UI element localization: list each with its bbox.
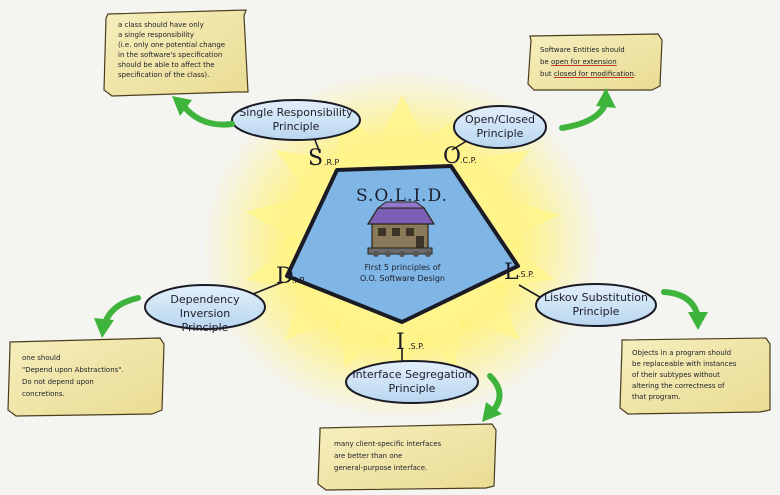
house-icon — [366, 201, 436, 257]
arrow-ocp-head — [596, 88, 616, 108]
dip-note-text: one should "Depend upon Abstractions". D… — [22, 352, 158, 400]
lsp-note-line: be replaceable with instances — [632, 360, 737, 368]
srp-note-line: in the software's specification — [118, 51, 223, 59]
srp-label-line2: Principle — [272, 120, 320, 133]
srp-bubble — [231, 99, 361, 141]
center-subtitle-2: O.O. Software Design — [359, 274, 445, 283]
isp-note-line: many client-specific interfaces — [334, 440, 442, 448]
ocp-note-text-part: . — [633, 70, 637, 78]
ocp-note-text-part: be — [540, 58, 551, 66]
closed-for-modification: closed for modification — [553, 70, 634, 78]
notes — [7, 9, 771, 491]
isp-bubble — [345, 360, 479, 404]
ocp-note — [527, 33, 663, 91]
dip-label-line1: Dependency Inversion — [170, 293, 240, 320]
ocp-note-text: Software Entities should be open for ext… — [540, 44, 660, 80]
lsp-label-line2: Principle — [572, 305, 620, 318]
arrow-srp — [179, 101, 235, 128]
lsp-note-text: Objects in a program should be replaceab… — [632, 348, 766, 403]
abbr-isp: .S.P. — [408, 342, 425, 351]
srp-label-line1: Single Responsibility — [239, 106, 353, 119]
letter-s: S — [308, 146, 324, 171]
dip-label: Dependency Inversion Principle — [145, 293, 265, 335]
isp-note-text: many client-specific interfaces are bett… — [334, 438, 490, 474]
lsp-label-line1: Liskov Substitution — [543, 291, 649, 304]
letter-d: D — [276, 264, 294, 289]
dip-note-line: one should — [22, 354, 61, 362]
srp-note-line: specification of the class). — [118, 71, 210, 79]
abbr-lsp: .S.P. — [518, 270, 535, 279]
srp-note-line: a single responsibility — [118, 31, 195, 39]
letter-i: I — [396, 330, 405, 355]
lsp-note-line: that program. — [632, 393, 681, 401]
abbr-ocp: .C.P. — [460, 156, 477, 165]
lsp-note-line: altering the correctness of — [632, 382, 725, 390]
isp-note-line: are better than one — [334, 452, 403, 460]
isp-label-line1: Interface Segregation — [352, 368, 472, 381]
isp-label-line2: Principle — [388, 382, 436, 395]
abbr-dip: .I.P. — [292, 276, 306, 285]
dip-note-line: Do not depend upon — [22, 378, 94, 386]
ocp-note-text-part: but — [540, 70, 554, 78]
dip-label-line2: Principle — [181, 321, 229, 334]
srp-label: Single Responsibility Principle — [232, 106, 360, 134]
srp-note-line: a class should have only — [118, 21, 204, 29]
lsp-bubble — [535, 283, 657, 327]
isp-label: Interface Segregation Principle — [346, 368, 478, 396]
dip-bubble — [144, 284, 266, 330]
ocp-label: Open/Closed Principle — [455, 113, 545, 141]
dip-note-line: concretions. — [22, 390, 65, 398]
letter-l: L — [504, 260, 519, 285]
srp-note — [103, 9, 249, 97]
dip-note — [7, 337, 165, 417]
arrow-dip-head — [94, 318, 114, 338]
isp-note-line: general-purpose interface. — [334, 464, 428, 472]
arrow-isp-head — [482, 402, 502, 422]
srp-note-text: a class should have only a single respon… — [118, 20, 244, 80]
center-title: S.O.L.I.D. — [355, 186, 449, 206]
ocp-label-line1: Open/Closed — [464, 113, 536, 126]
lsp-note — [619, 337, 771, 415]
lsp-note-line: Objects in a program should — [632, 349, 732, 357]
lsp-label: Liskov Substitution Principle — [536, 291, 656, 319]
lsp-note-line: of their subtypes without — [632, 371, 720, 379]
isp-note — [317, 423, 497, 491]
arrow-lsp-head — [688, 312, 708, 330]
letter-o: O — [443, 144, 462, 169]
srp-note-line: should be able to affect the — [118, 61, 215, 69]
arrows — [94, 88, 708, 422]
bubbles — [144, 99, 657, 404]
dip-note-line: "Depend upon Abstractions". — [22, 366, 124, 374]
abbr-srp: .R.P — [324, 158, 340, 167]
ocp-note-line3: but closed for modification. — [540, 68, 660, 80]
srp-note-line: (i.e. only one potential change — [118, 41, 226, 49]
center-subtitle-1: First 5 principles of — [364, 263, 441, 272]
ocp-bubble — [453, 105, 547, 149]
ocp-label-line2: Principle — [476, 127, 524, 140]
ocp-note-line2: be open for extension — [540, 56, 660, 68]
ocp-note-line1: Software Entities should — [540, 46, 625, 54]
arrow-srp-head — [172, 96, 192, 116]
open-for-extension: open for extension — [550, 58, 617, 66]
